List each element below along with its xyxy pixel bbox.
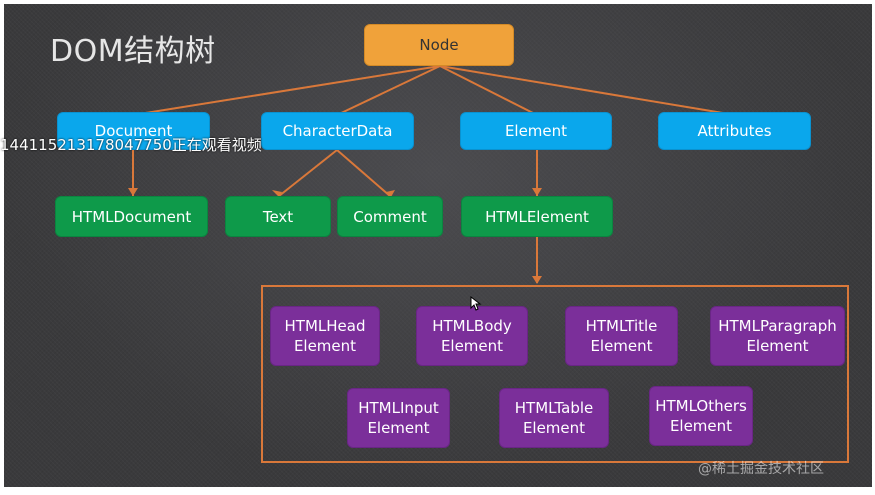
edge-node-element bbox=[439, 65, 538, 116]
node-label: Document bbox=[94, 122, 173, 140]
node-label-line1: HTMLTable bbox=[514, 399, 594, 417]
node-text: Text bbox=[225, 196, 331, 237]
node-label-line2: Element bbox=[293, 337, 357, 355]
node-label: Comment bbox=[353, 207, 427, 226]
node-label-line1: HTMLHead bbox=[284, 317, 366, 335]
arrowhead bbox=[532, 188, 542, 196]
edge-characterdata-text bbox=[278, 149, 338, 197]
page-title: DOM结构树 bbox=[50, 34, 216, 69]
node-label: CharacterData bbox=[282, 122, 393, 140]
node-label: HTMLDocument bbox=[71, 207, 192, 226]
node-htmlbody: HTMLBody Element bbox=[416, 306, 528, 366]
slide-background bbox=[4, 4, 872, 487]
node-htmldocument: HTMLDocument bbox=[55, 196, 208, 237]
node-label: HTMLElement bbox=[485, 207, 589, 226]
edge-node-attributes bbox=[439, 65, 736, 116]
node-label-line2: Element bbox=[590, 337, 653, 355]
node-htmlhead: HTMLHead Element bbox=[270, 306, 380, 366]
html-elements-group-frame bbox=[261, 285, 849, 463]
node-label: Text bbox=[262, 207, 294, 226]
node-label-line2: Element bbox=[522, 419, 586, 437]
node-characterdata: CharacterData bbox=[261, 112, 414, 150]
node-htmlinput: HTMLInput Element bbox=[347, 388, 450, 448]
watermark: @稀土掘金技术社区 bbox=[698, 461, 824, 477]
node-label-line2: Element bbox=[669, 417, 733, 435]
node-comment: Comment bbox=[337, 196, 443, 237]
node-htmlparagraph: HTMLParagraph Element bbox=[710, 306, 845, 366]
mouse-cursor-icon bbox=[470, 296, 482, 311]
node-label-line2: Element bbox=[367, 419, 430, 437]
node-label-line2: Element bbox=[440, 337, 504, 355]
arrowhead bbox=[272, 190, 282, 197]
node-htmltable: HTMLTable Element bbox=[499, 388, 609, 448]
node-label: Element bbox=[504, 122, 568, 140]
node-label: Attributes bbox=[697, 122, 772, 140]
node-document: Document bbox=[57, 112, 210, 150]
node-root: Node bbox=[364, 24, 514, 66]
node-attributes: Attributes bbox=[658, 112, 811, 150]
node-label-line2: Element bbox=[746, 337, 809, 355]
viewer-count-overlay: 144115213178047750正在观看视频 bbox=[0, 136, 262, 154]
node-label-line1: HTMLBody bbox=[432, 317, 512, 335]
edge-node-document bbox=[132, 65, 441, 116]
node-htmltitle: HTMLTitle Element bbox=[565, 306, 678, 366]
node-label-line1: HTMLOthers bbox=[655, 397, 747, 415]
node-label-line1: HTMLParagraph bbox=[718, 317, 837, 335]
node-htmlothers: HTMLOthers Element bbox=[649, 386, 753, 446]
edge-node-characterdata bbox=[336, 65, 441, 116]
node-label-line1: HTMLInput bbox=[358, 399, 439, 417]
arrowhead bbox=[128, 188, 138, 196]
node-htmlelement: HTMLElement bbox=[461, 196, 613, 237]
node-label: Node bbox=[419, 36, 459, 54]
arrowhead bbox=[386, 190, 395, 197]
node-label-line1: HTMLTitle bbox=[585, 317, 658, 335]
arrowhead bbox=[532, 276, 542, 284]
edge-characterdata-comment bbox=[336, 149, 391, 197]
node-element: Element bbox=[460, 112, 612, 150]
